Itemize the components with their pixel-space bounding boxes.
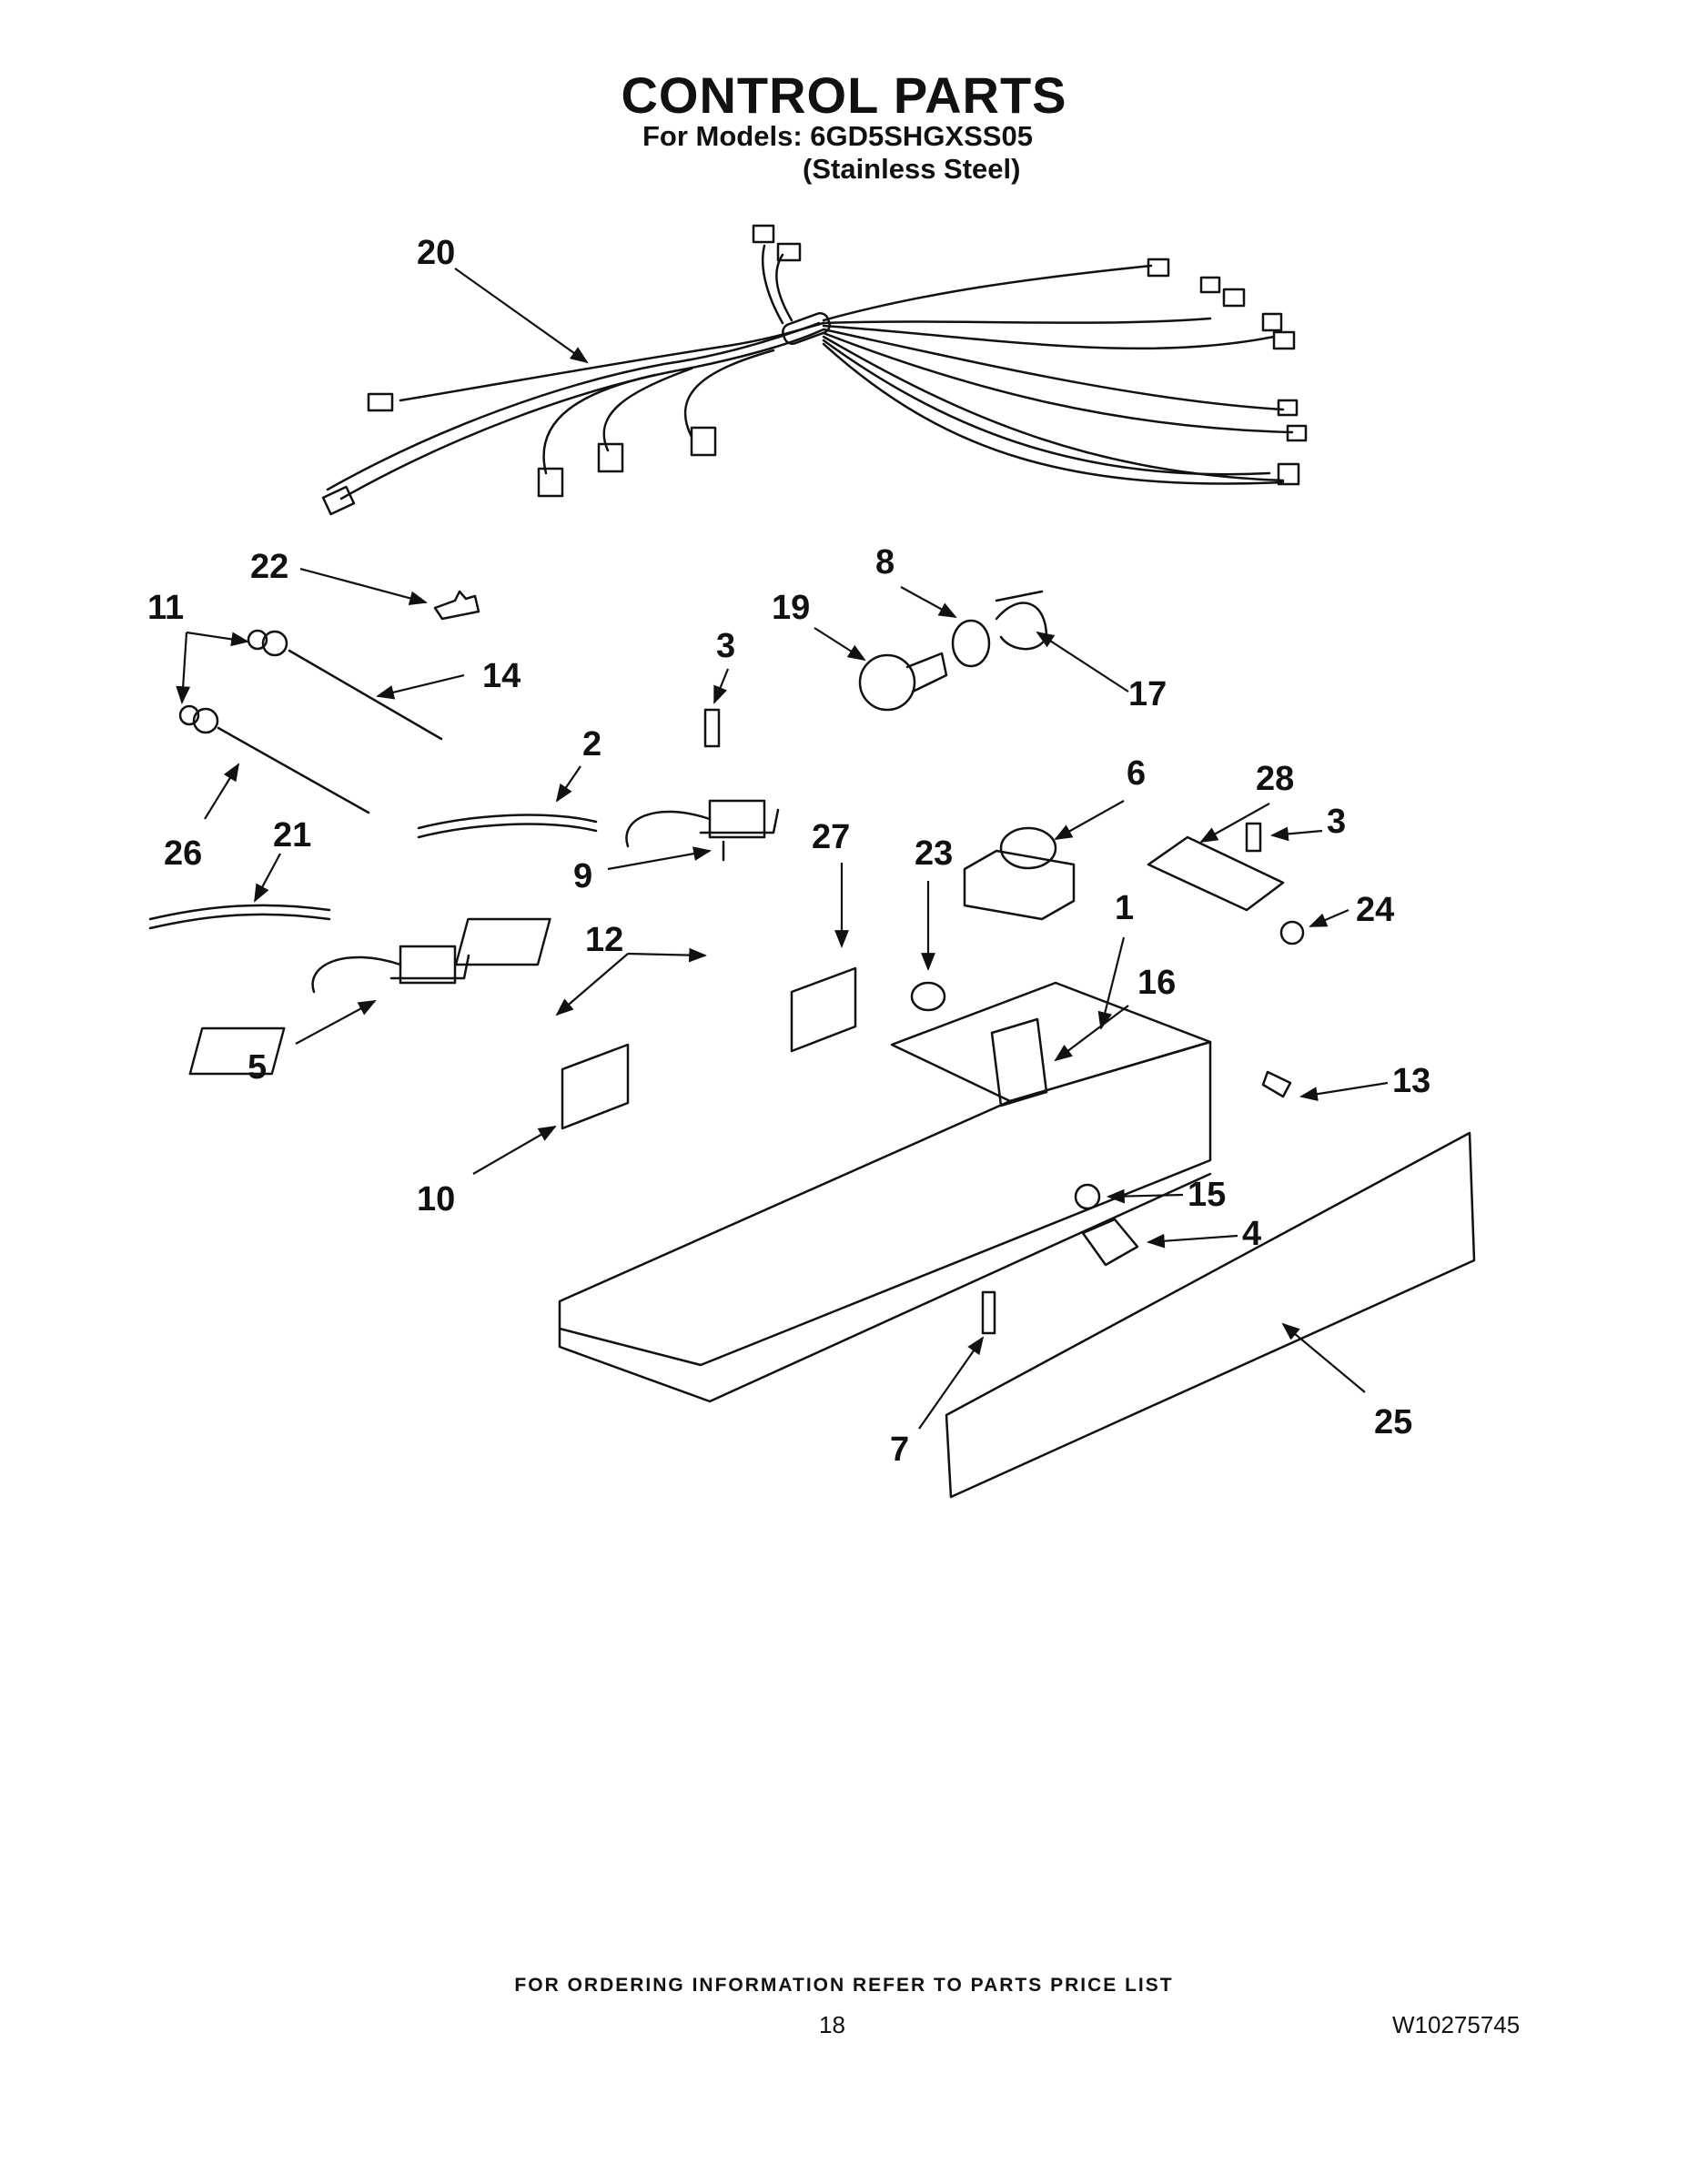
- switch-part-9: [625, 799, 780, 862]
- rod-part-26: [217, 726, 370, 814]
- leader-26: [204, 763, 240, 820]
- callout-21: 21: [273, 816, 311, 854]
- leader-11a: [186, 631, 249, 647]
- leader-25: [1281, 1322, 1366, 1393]
- timer-part: [963, 826, 1076, 921]
- leader-3b: [1270, 826, 1323, 842]
- leader-14: [376, 673, 465, 700]
- callout-23: 23: [915, 834, 953, 873]
- screw-part-3b: [1245, 822, 1262, 853]
- callout-8: 8: [875, 543, 895, 581]
- leader-2: [555, 765, 581, 803]
- callout-2: 2: [582, 725, 601, 763]
- leader-16: [1054, 1005, 1129, 1062]
- ordering-note: FOR ORDERING INFORMATION REFER TO PARTS …: [514, 1975, 1174, 1996]
- model-number: For Models: 6GD5SHGXSS05: [642, 120, 1033, 152]
- callout-27: 27: [812, 818, 850, 856]
- board-part: [1147, 835, 1285, 912]
- leader-3a: [713, 668, 730, 704]
- callout-9: 9: [573, 857, 592, 895]
- part-16: [990, 1017, 1048, 1107]
- leader-28: [1199, 803, 1270, 843]
- leader-9: [607, 846, 712, 871]
- bulb-part: [858, 652, 948, 712]
- leader-22: [299, 567, 428, 606]
- leader-12a: [627, 947, 707, 963]
- wire-harness-part: [321, 224, 1308, 516]
- leader-8: [900, 586, 957, 618]
- light-socket-17: [995, 590, 1048, 651]
- bracket-part-12a: [454, 917, 551, 966]
- socket-part: [951, 619, 991, 668]
- leader-24: [1309, 908, 1349, 928]
- callout-3-right: 3: [1327, 803, 1346, 841]
- leader-12b: [555, 953, 629, 1016]
- callout-16: 16: [1137, 964, 1176, 1002]
- leader-10: [472, 1126, 557, 1175]
- leader-7: [918, 1336, 985, 1430]
- page-number: 18: [819, 2011, 845, 2038]
- callout-11: 11: [147, 589, 184, 627]
- model-finish: (Stainless Steel): [803, 153, 1021, 185]
- control-housing-part: [558, 981, 1212, 1403]
- page-title: CONTROL PARTS: [621, 66, 1067, 124]
- callout-10: 10: [417, 1180, 455, 1218]
- panel-part: [945, 1131, 1476, 1499]
- leader-11b: [176, 632, 191, 704]
- tube-part-2: [417, 814, 598, 839]
- document-number: W10275745: [1392, 2011, 1521, 2038]
- callout-24: 24: [1356, 891, 1394, 929]
- part-15: [1074, 1183, 1101, 1210]
- callout-12: 12: [585, 921, 623, 959]
- callout-4: 4: [1242, 1215, 1261, 1253]
- switch-part-5: [311, 945, 470, 994]
- clip-part: [433, 590, 480, 621]
- leader-15: [1107, 1188, 1184, 1204]
- leader-21: [254, 853, 281, 903]
- part-24: [1279, 920, 1305, 945]
- callout-17: 17: [1128, 675, 1167, 713]
- leader-19: [814, 627, 866, 662]
- tube-part-21: [148, 904, 331, 930]
- callout-7: 7: [890, 1431, 909, 1469]
- plug-part: [910, 981, 946, 1012]
- leader-4: [1147, 1233, 1238, 1249]
- bracket-part-12b: [188, 1026, 286, 1076]
- leader-5: [295, 1000, 377, 1045]
- callout-15: 15: [1188, 1176, 1226, 1214]
- bushing-part: [178, 629, 288, 734]
- rod-part-14: [288, 649, 443, 741]
- leader-17: [1036, 631, 1129, 693]
- leader-6: [1054, 800, 1125, 840]
- callout-14: 14: [482, 657, 521, 695]
- callout-6: 6: [1127, 754, 1146, 793]
- callout-5: 5: [248, 1048, 267, 1087]
- callout-19: 19: [772, 589, 810, 627]
- leader-20: [454, 268, 589, 364]
- label-part-10: [561, 1043, 630, 1130]
- callout-25: 25: [1374, 1403, 1412, 1441]
- callout-1: 1: [1115, 889, 1134, 927]
- callout-22: 22: [250, 548, 288, 586]
- leader-1: [1097, 936, 1126, 1030]
- callout-3-top: 3: [716, 627, 735, 665]
- callout-26: 26: [164, 834, 202, 873]
- screw-part-13: [1261, 1070, 1292, 1098]
- callout-13: 13: [1392, 1062, 1430, 1100]
- label-part-27: [790, 966, 857, 1053]
- screw-part-7: [981, 1290, 996, 1335]
- callout-20: 20: [417, 234, 455, 272]
- knob-part-4: [1081, 1218, 1139, 1267]
- leader-13: [1299, 1081, 1389, 1102]
- screw-part-3a: [703, 708, 721, 748]
- callout-28: 28: [1256, 760, 1294, 798]
